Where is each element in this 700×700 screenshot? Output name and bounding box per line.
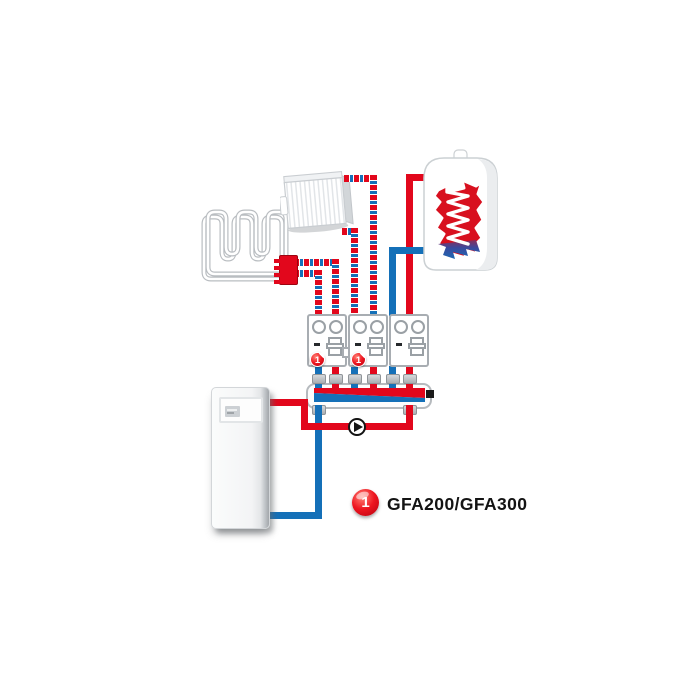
pipe-boiler-flow-riser [301, 399, 308, 430]
pipe-cylinder-return-horizontal [389, 247, 439, 254]
pipe-radiator-top-horizontal [344, 175, 377, 182]
thermometer-dial-icon [329, 320, 343, 334]
legend-badge: 1 [352, 489, 379, 516]
union-nut [329, 374, 343, 384]
pump-group-2: 1 [348, 314, 388, 367]
pipe-cylinder-flow-vertical [406, 174, 413, 316]
pipe-cylinder-return-vertical [389, 247, 396, 316]
pump-group-3 [389, 314, 429, 367]
valve-mark [396, 343, 402, 346]
pump-union-icon [326, 343, 344, 349]
circulation-pump-icon [348, 418, 366, 436]
boiler-control-panel [219, 397, 263, 423]
panel-radiator-icon [280, 171, 354, 233]
valve-mark [355, 343, 361, 346]
pipe-floorheating-bottom-vertical [315, 270, 322, 316]
group-connector [342, 347, 350, 358]
union-nut [367, 374, 381, 384]
pipe-floorheating-bottom-horizontal [294, 270, 322, 277]
pipe-cylinder-flow-horizontal [406, 174, 439, 181]
pipe-radiator-top-vertical [370, 175, 377, 316]
union-nut [348, 374, 362, 384]
pump-group-1: 1 [307, 314, 347, 367]
thermometer-dial-icon [370, 320, 384, 334]
pipe-boiler-flow-horizontal [266, 399, 308, 406]
pipe-boiler-return-horizontal [266, 512, 322, 519]
pump-union-icon [367, 343, 385, 349]
union-nut [386, 374, 400, 384]
pipe-radiator-bottom-horizontal [342, 228, 358, 235]
legend-model-label: GFA200/GFA300 [387, 494, 528, 514]
callout-badge-1: 1 [351, 352, 366, 367]
boiler-icon [211, 387, 270, 529]
pump-union-icon [408, 343, 426, 349]
callout-badge-1: 1 [310, 352, 325, 367]
pipe-radiator-bottom-vertical [351, 228, 358, 316]
floorheating-connection-block [274, 255, 298, 285]
union-nut [312, 374, 326, 384]
union-nut [403, 374, 417, 384]
hot-water-cylinder-icon [423, 149, 498, 271]
thermometer-dial-icon [394, 320, 408, 334]
pipe-floorheating-top-horizontal [294, 259, 339, 266]
manifold-end-plug [426, 390, 434, 398]
thermometer-dial-icon [411, 320, 425, 334]
pipe-boiler-return-vertical [315, 405, 322, 519]
thermometer-dial-icon [353, 320, 367, 334]
valve-mark [314, 343, 320, 346]
pipe-floorheating-top-vertical [332, 259, 339, 316]
manifold-chambers [314, 388, 425, 402]
boiler-display [225, 406, 240, 417]
pipe-manifold-flow-drop [406, 405, 413, 430]
thermometer-dial-icon [312, 320, 326, 334]
